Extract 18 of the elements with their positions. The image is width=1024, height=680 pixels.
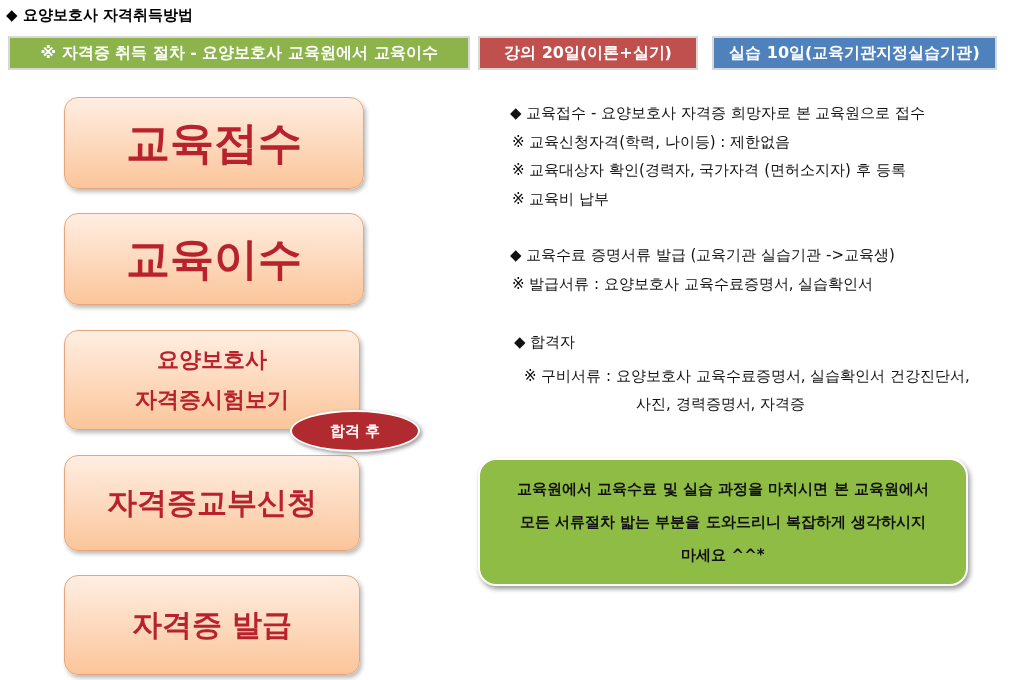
note-text: ※ 구비서류 : 요양보호사 교육수료증명서, 실습확인서 건강진단서,사진, 경력증명서, 자격증 [524,366,971,415]
section-heading: ◆ 교육접수 - 요양보호사 자격증 희망자로 본 교육원으로 접수 [510,104,926,123]
note-text: ※ 교육비 납부 [512,190,610,209]
info-bar: 강의 20일(이론+실기) [478,36,698,70]
badge: 합격 후 [290,410,420,452]
diagram-title: ◆ 요양보호사 자격취득방법 [6,6,193,25]
step-box: 교육이수 [64,213,364,305]
note-text: ※ 교육대상자 확인(경력자, 국가자격 (면허소지자) 후 등록 [512,161,906,180]
note-text: ※ 교육신청자격(학력, 나이등) : 제한없음 [512,133,791,152]
info-bar: 실습 10일(교육기관지정실습기관) [712,36,997,70]
section-heading: ◆ 합격자 [514,333,576,352]
step-box: 교육접수 [64,97,364,189]
step-box: 자격증교부신청 [64,455,360,551]
message-box: 교육원에서 교육수료 및 실습 과정을 마치시면 본 교육원에서 모든 서류절차 밟는 부분을 도와드리니 복잡하게 생각하시지 마세요 ^^* [478,458,968,586]
section-heading: ◆ 교육수료 증명서류 발급 (교육기관 실습기관 ->교육생) [510,246,895,265]
step-box: 자격증 발급 [64,575,360,675]
title-bar: ※ 자격증 취득 절차 - 요양보호사 교육원에서 교육이수 [8,36,470,70]
note-text: ※ 발급서류 : 요양보호사 교육수료증명서, 실습확인서 [512,275,874,294]
